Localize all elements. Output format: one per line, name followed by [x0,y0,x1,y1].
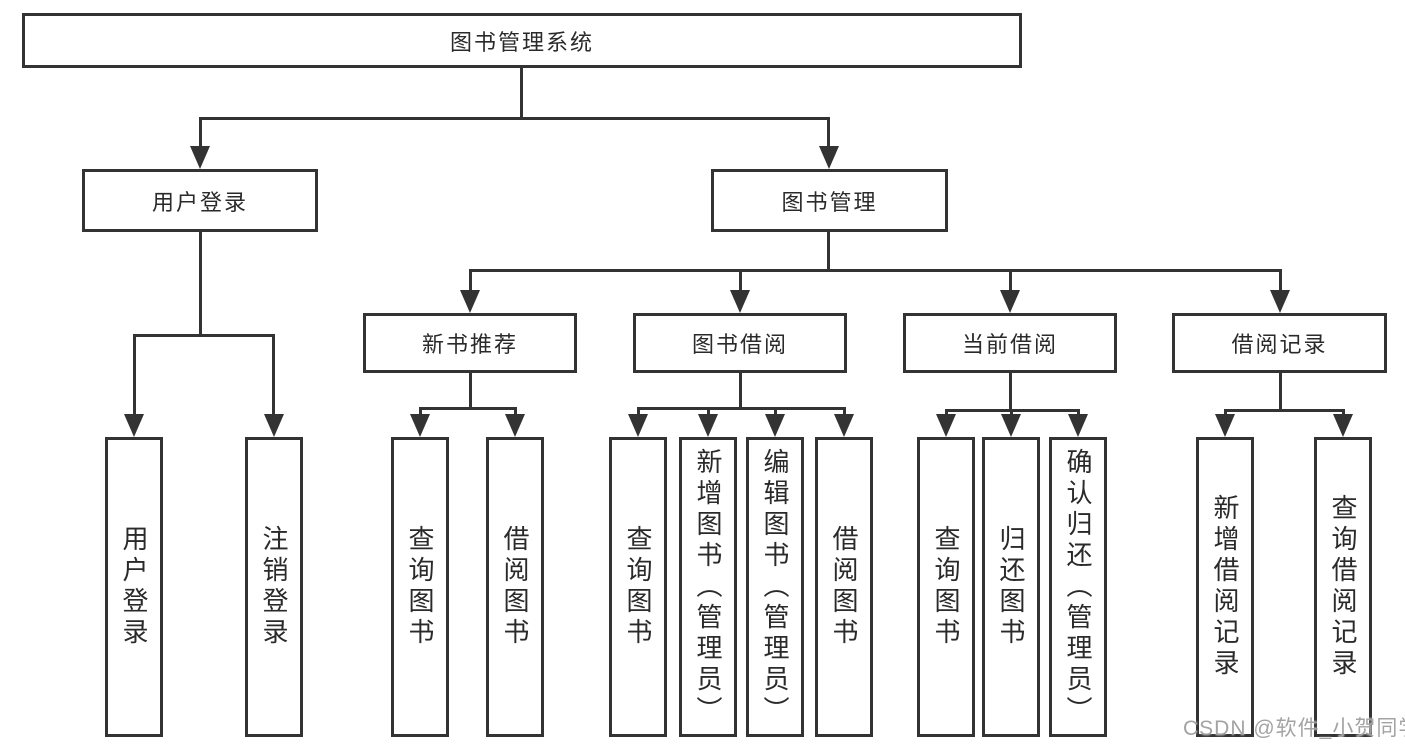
leaf-confirm-return-admin-label: 确认归还（管理员） [1063,447,1093,727]
leaf-logout-label: 注销登录 [259,525,289,649]
node-root-label: 图书管理系统 [449,29,594,55]
connector-line [637,407,846,410]
arrowhead-icon [124,414,144,437]
arrowhead-icon [1068,414,1088,437]
leaf-query-books-recommend: 查询图书 [391,437,449,737]
leaf-user-login-label: 用户登录 [119,525,149,649]
node-borrow-records: 借阅记录 [1172,313,1387,373]
leaf-return-books-label: 归还图书 [996,525,1026,649]
connector-line [199,117,830,120]
connector-line [1279,269,1282,294]
connector-line [469,371,472,409]
node-borrow-records-label: 借阅记录 [1231,332,1328,357]
leaf-confirm-return-admin: 确认归还（管理员） [1049,437,1107,737]
leaf-add-books-admin-label: 新增图书（管理员） [693,447,723,727]
arrowhead-icon [834,414,854,437]
arrowhead-icon [698,414,718,437]
leaf-user-login: 用户登录 [105,437,163,737]
connector-line [1224,409,1345,412]
arrowhead-icon [264,414,284,437]
leaf-query-books-borrowing-label: 查询图书 [623,525,653,649]
node-current-borrowing: 当前借阅 [903,313,1117,373]
node-book-management-label: 图书管理 [781,189,878,215]
arrowhead-icon [190,146,210,169]
node-new-book-recommend: 新书推荐 [363,313,577,373]
arrowhead-icon [1270,290,1290,313]
leaf-query-books-current: 查询图书 [917,437,975,737]
node-user-login: 用户登录 [82,169,318,232]
connector-line [419,407,422,419]
arrowhead-icon [819,146,839,169]
node-new-book-recommend-label: 新书推荐 [421,332,518,357]
connector-line [774,407,777,419]
leaf-query-books-borrowing: 查询图书 [609,437,667,737]
connector-line [739,371,742,409]
arrowhead-icon [460,290,480,313]
leaf-borrow-books-label: 借阅图书 [829,525,859,649]
leaf-borrow-books: 借阅图书 [815,437,873,737]
connector-line [637,407,640,419]
arrowhead-icon [1333,414,1353,437]
connector-line [514,407,517,419]
leaf-query-books-current-label: 查询图书 [931,525,961,649]
connector-line [1009,269,1012,294]
leaf-logout: 注销登录 [245,437,303,737]
connector-line [827,117,830,152]
connector-line [419,407,517,410]
arrowhead-icon [1001,414,1021,437]
connector-line [133,334,275,337]
node-current-borrowing-label: 当前借阅 [961,332,1058,357]
node-book-management: 图书管理 [711,169,948,232]
leaf-add-books-admin: 新增图书（管理员） [679,437,737,737]
connector-line [133,334,136,419]
arrowhead-icon [505,414,525,437]
connector-line [199,231,202,335]
node-book-borrowing: 图书借阅 [633,313,847,373]
leaf-edit-books-admin: 编辑图书（管理员） [746,437,804,737]
connector-line [827,231,830,271]
node-root: 图书管理系统 [22,13,1022,68]
node-user-login-label: 用户登录 [151,189,248,215]
leaf-add-borrow-record: 新增借阅记录 [1196,437,1254,737]
arrowhead-icon [730,290,750,313]
arrowhead-icon [1215,414,1235,437]
connector-line [843,407,846,419]
leaf-borrow-books-recommend: 借阅图书 [486,437,544,737]
connector-line [739,269,742,294]
connector-line [1009,371,1012,411]
arrowhead-icon [1000,290,1020,313]
arrowhead-icon [765,414,785,437]
arrowhead-icon [936,414,956,437]
leaf-add-borrow-record-label: 新增借阅记录 [1210,494,1240,680]
leaf-query-borrow-record-label: 查询借阅记录 [1328,494,1358,680]
connector-line [520,66,523,119]
connector-line [469,269,1281,272]
leaf-borrow-books-recommend-label: 借阅图书 [500,525,530,649]
connector-line [199,117,202,152]
connector-line [707,407,710,419]
csdn-watermark: CSDN @软件_小贺同学 [1183,717,1405,740]
leaf-edit-books-admin-label: 编辑图书（管理员） [760,447,790,727]
arrowhead-icon [410,414,430,437]
leaf-return-books: 归还图书 [982,437,1040,737]
connector-line [1279,371,1282,411]
connector-line [272,334,275,419]
node-book-borrowing-label: 图书借阅 [691,332,788,357]
leaf-query-borrow-record: 查询借阅记录 [1314,437,1372,737]
arrowhead-icon [628,414,648,437]
connector-line [469,269,472,294]
leaf-query-books-recommend-label: 查询图书 [405,525,435,649]
